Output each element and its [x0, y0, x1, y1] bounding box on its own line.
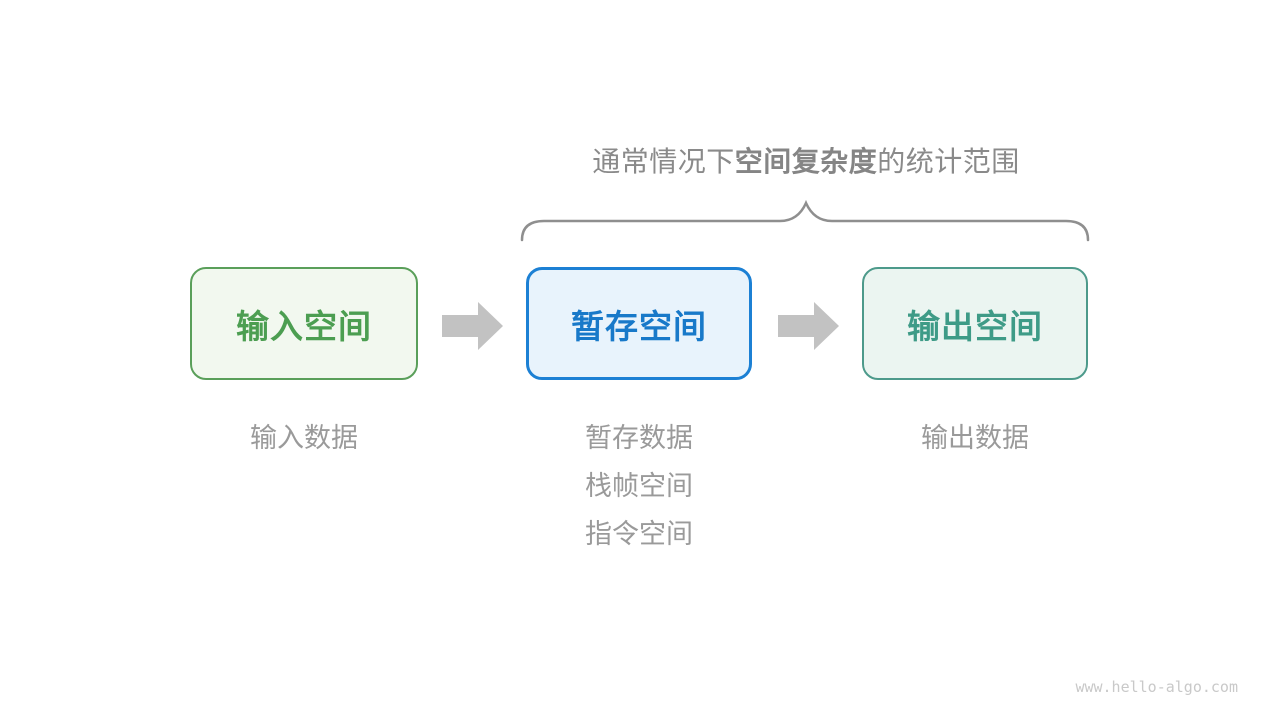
scope-annotation-title: 通常情况下空间复杂度的统计范围: [523, 147, 1089, 177]
box-temporary-space-label: 暂存空间: [571, 307, 707, 345]
title-bold-term: 空间复杂度: [734, 146, 878, 177]
title-prefix: 通常情况下: [592, 146, 735, 177]
caption-line: 输出数据: [921, 423, 1029, 453]
title-suffix: 的统计范围: [877, 146, 1020, 177]
caption-line: 输入数据: [250, 423, 358, 453]
caption-line: 指令空间: [585, 519, 693, 549]
caption-line: 栈帧空间: [585, 471, 693, 501]
caption-line: 暂存数据: [585, 423, 693, 453]
caption-temporary-space: 暂存数据 栈帧空间 指令空间: [526, 414, 752, 558]
caption-output-space: 输出数据: [862, 414, 1088, 462]
box-output-space: 输出空间: [862, 267, 1088, 380]
caption-input-space: 输入数据: [190, 414, 418, 462]
box-input-space: 输入空间: [190, 267, 418, 380]
right-arrow-icon: [778, 302, 839, 350]
overbrace-icon: [520, 199, 1090, 242]
box-temporary-space: 暂存空间: [526, 267, 752, 380]
watermark: www.hello-algo.com: [1075, 678, 1238, 696]
box-output-space-label: 输出空间: [907, 307, 1043, 345]
box-input-space-label: 输入空间: [236, 307, 372, 345]
right-arrow-icon: [442, 302, 503, 350]
